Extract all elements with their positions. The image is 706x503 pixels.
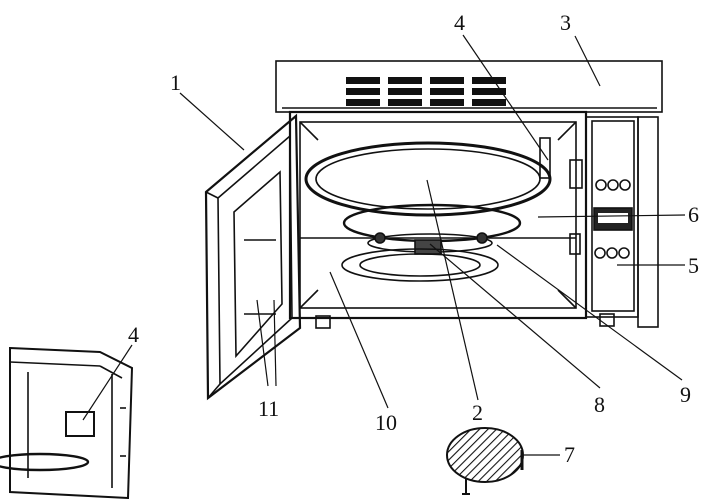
label-6: 6 <box>688 202 699 227</box>
cavity-floor <box>341 248 499 282</box>
waveguide-cover <box>539 137 551 179</box>
label-4: 4 <box>454 10 465 35</box>
detail-part <box>446 427 524 495</box>
top-cover <box>275 60 663 113</box>
inset-detail <box>0 346 134 500</box>
control-panel <box>585 116 659 328</box>
roller-ring <box>342 203 522 255</box>
oven-body <box>288 110 615 329</box>
top-vents <box>346 77 506 106</box>
label-1: 1 <box>170 70 181 95</box>
label-8: 8 <box>594 392 605 417</box>
label-5: 5 <box>688 253 699 278</box>
leader-lines <box>82 34 686 456</box>
glass-tray <box>304 141 552 217</box>
label-4-inset: 4 <box>128 322 139 347</box>
label-2: 2 <box>472 400 483 425</box>
oven-door <box>204 113 302 401</box>
label-9: 9 <box>680 382 691 407</box>
label-7: 7 <box>564 442 575 467</box>
part-labels: 1 2 3 4 4 5 6 7 8 9 10 11 <box>128 10 699 467</box>
label-10: 10 <box>375 410 397 435</box>
label-3: 3 <box>560 10 571 35</box>
label-11: 11 <box>258 396 279 421</box>
